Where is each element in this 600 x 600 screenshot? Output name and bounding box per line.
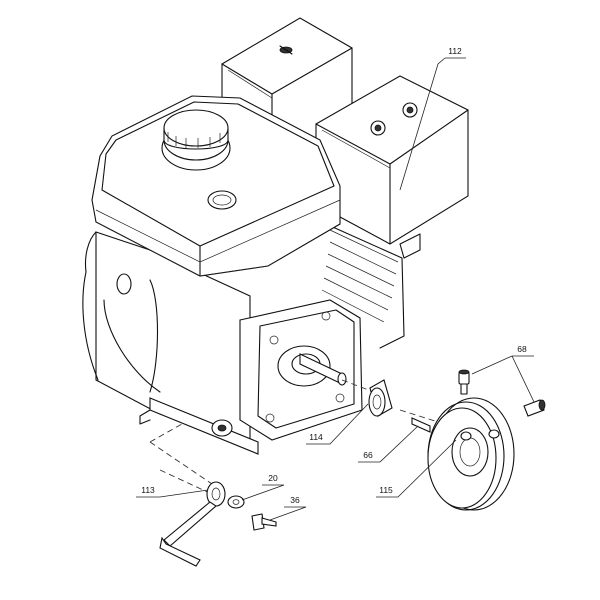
callout-labels: 112 68 114 66 115 113 20 36: [141, 46, 527, 505]
callout-68: 68: [517, 344, 527, 354]
callout-115: 115: [379, 485, 393, 495]
callout-20: 20: [268, 473, 278, 483]
engine-block: [82, 223, 405, 455]
bolt-36: [251, 513, 277, 531]
bolt-68-lower: [523, 399, 546, 417]
spacer-114: [368, 379, 393, 417]
leader-lines: [136, 57, 535, 521]
fuel-tank: [91, 95, 341, 277]
muffler: [315, 75, 469, 259]
callout-36: 36: [290, 495, 300, 505]
key-66: [411, 417, 431, 433]
callout-114: 114: [309, 432, 323, 442]
bolt-68-upper: [458, 369, 470, 395]
callout-112: 112: [448, 46, 462, 56]
pulley-115: [427, 397, 515, 511]
washer-20: [227, 495, 245, 509]
callout-66: 66: [363, 450, 373, 460]
callout-113: 113: [141, 485, 155, 495]
crank-handle-113: [159, 481, 226, 567]
